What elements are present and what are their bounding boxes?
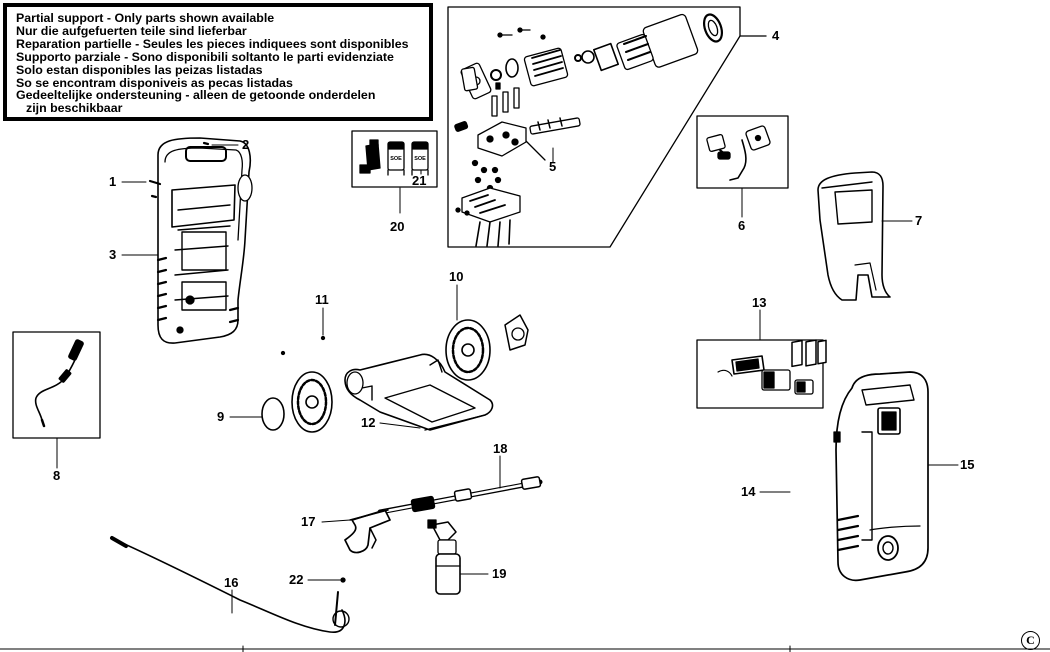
notice-line: Partial support - Only parts shown avail… [16,11,275,25]
callout-4: 4 [772,28,780,43]
fittings-box [351,130,438,188]
callout-13: 13 [752,295,767,310]
notice-line: So se encontram disponiveis as pecas lis… [16,75,293,90]
front-cover [817,171,891,301]
bottom-frame-line [0,645,1050,652]
callout-1: 1 [109,174,117,189]
wheel-base [344,353,494,431]
callout-6: 6 [738,218,746,233]
wheel-left [261,371,333,433]
pump-motor [454,13,724,247]
nozzle-part-22 [340,577,346,583]
callout-9: 9 [217,409,225,424]
fitting-label-a: SOE [390,156,402,162]
callout-17: 17 [301,514,316,529]
callout-19: 19 [492,566,507,581]
switch-box [696,339,824,409]
pump-assembly-box [447,6,767,248]
callout-10: 10 [449,269,464,284]
callout-11: 11 [315,292,329,307]
notice-line: Reparation partielle - Seules les pieces… [16,36,409,51]
housing-left-half [156,137,253,344]
callout-15: 15 [960,457,975,472]
wheel-right [445,314,529,381]
brush-part-14 [791,339,827,368]
callout-16: 16 [224,575,239,590]
notice-line: Solo estan disponibles las peizas listad… [16,62,263,77]
notice-line: zijn beschikbaar [26,101,123,116]
notice-line: Gedeeltelijke ondersteuning - alleen de … [16,88,376,103]
screw-part-11 [280,335,326,356]
callout-22: 22 [289,572,304,587]
screw-parts-1-2 [148,141,210,199]
hose [110,536,350,633]
copyright-mark: C [1021,631,1040,650]
foam-bottle [427,519,461,595]
availability-notice: Partial support - Only parts shown avail… [3,3,433,121]
callout-leaders [56,144,959,614]
callout-18: 18 [493,441,508,456]
callout-8: 8 [53,468,61,483]
notice-line: Supporto parziale - Sono disponibili sol… [16,49,394,64]
assembled-unit [833,371,929,582]
callout-7: 7 [915,213,923,228]
fitting-label-b: SOE [414,156,426,162]
cable-box [696,115,789,189]
callout-2: 2 [242,137,250,152]
callout-12: 12 [361,415,376,430]
callout-5: 5 [549,159,557,174]
notice-line: Nur die aufgefuerten teile sind lieferba… [16,23,247,38]
lance [377,476,543,515]
callout-21: 21 [412,173,427,188]
cord-box [12,331,101,439]
spray-gun [344,509,391,554]
callout-14: 14 [741,484,756,499]
callout-20: 20 [390,219,405,234]
callout-3: 3 [109,247,117,262]
